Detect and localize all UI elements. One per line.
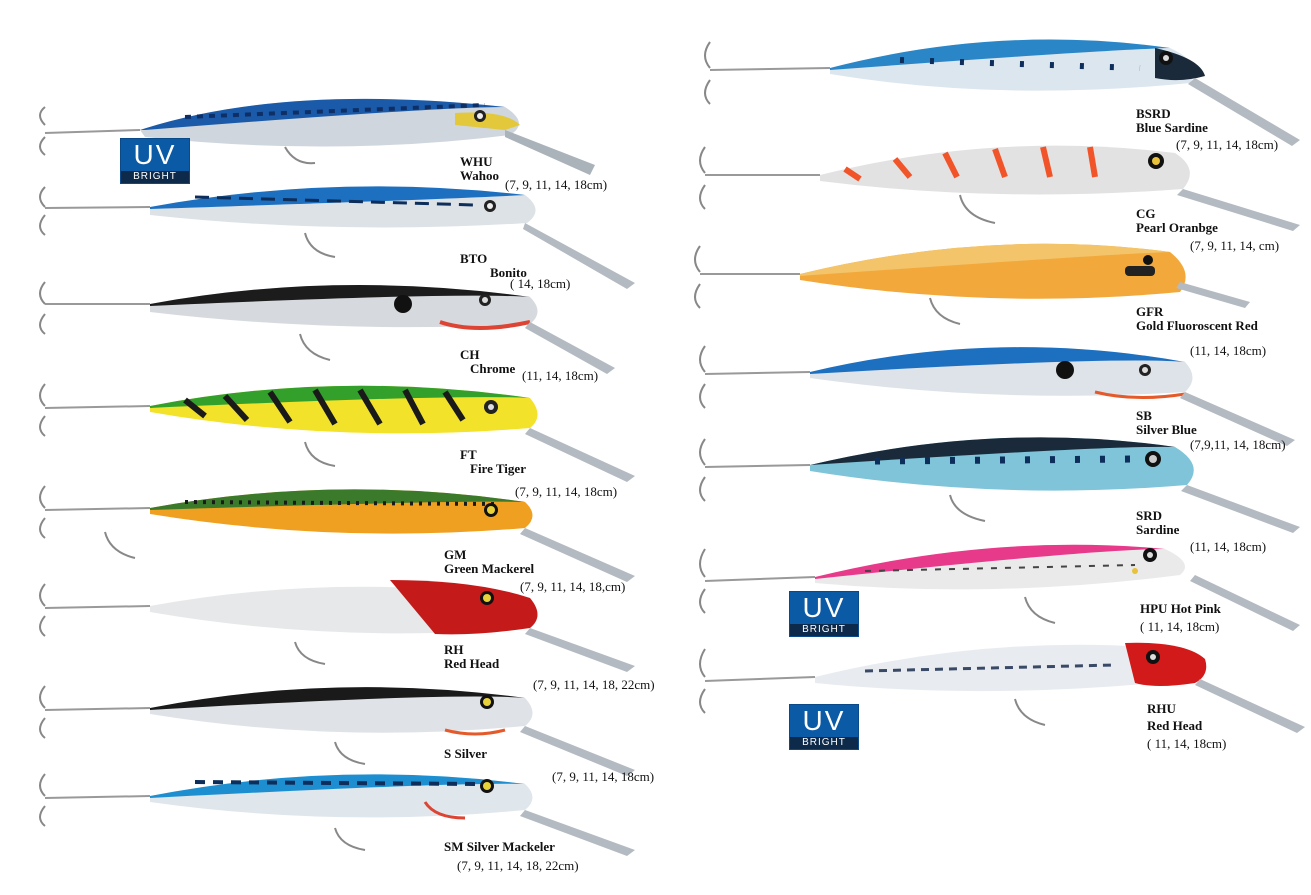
uv-badge-top: UV bbox=[802, 705, 846, 736]
lure-label-chrome: CH Chrome bbox=[460, 348, 515, 376]
lure-name: Gold Fluoroscent Red bbox=[1136, 318, 1258, 333]
lure-label-fire-tiger: FT Fire Tiger bbox=[460, 448, 526, 476]
lure-image-silver-mackeler bbox=[35, 758, 635, 858]
lure-image-silver-blue bbox=[695, 332, 1295, 446]
lure-name: Fire Tiger bbox=[470, 461, 526, 476]
lure-label-silver-blue: SB Silver Blue bbox=[1136, 409, 1197, 437]
lure-image-red-head-right bbox=[695, 635, 1305, 735]
lure-sizes-silver-blue: (7,9,11, 14, 18cm) bbox=[1190, 437, 1286, 452]
lure-sizes-silver-mackeler: (7, 9, 11, 14, 18, 22cm) bbox=[457, 858, 579, 873]
lure-name: Pearl Oranbge bbox=[1136, 220, 1218, 235]
lure-label-red-head-right: RHU Red Head bbox=[1147, 702, 1202, 733]
lure-image-silver bbox=[35, 670, 635, 780]
lure-image-wahoo bbox=[35, 85, 595, 175]
lure-silver-svg bbox=[39, 685, 635, 776]
lure-sizes-sardine: (11, 14, 18cm) bbox=[1190, 539, 1267, 554]
lure-code: SB bbox=[1136, 408, 1152, 423]
lure-gold-fluorescent-red-svg bbox=[694, 243, 1250, 325]
lure-code: HPU Hot Pink bbox=[1140, 601, 1221, 616]
lure-sizes-bonito: ( 14, 18cm) bbox=[510, 276, 571, 291]
uv-badge-bottom: BRIGHT bbox=[121, 171, 189, 183]
lure-label-blue-sardine: BSRD Blue Sardine bbox=[1136, 107, 1208, 135]
lure-code: GM bbox=[444, 547, 467, 562]
uv-badge-top: UV bbox=[133, 139, 177, 170]
lure-name: Red Head bbox=[1147, 718, 1203, 733]
uv-bright-badge-wahoo: UV BRIGHT bbox=[120, 138, 190, 184]
lure-code: SRD bbox=[1136, 508, 1163, 523]
lure-sizes-hot-pink: ( 11, 14, 18cm) bbox=[1140, 619, 1220, 634]
lure-sizes-green-mackerel: (7, 9, 11, 14, 18,cm) bbox=[520, 579, 626, 594]
lure-silver-mackeler-svg bbox=[39, 773, 635, 856]
lure-pearl-orange-svg bbox=[699, 145, 1300, 231]
lure-wahoo-svg bbox=[39, 98, 595, 175]
lure-sizes-silver: (7, 9, 11, 14, 18cm) bbox=[552, 769, 655, 784]
lure-code: FT bbox=[460, 447, 477, 462]
lure-image-gold-fluorescent-red bbox=[690, 232, 1250, 332]
lure-code: SM Silver Mackeler bbox=[444, 839, 555, 854]
lure-blue-sardine-svg bbox=[704, 39, 1300, 146]
lure-label-red-head-left: RH Red Head bbox=[444, 643, 499, 671]
lure-sardine-svg bbox=[699, 437, 1300, 533]
lure-name: Silver Blue bbox=[1136, 422, 1197, 437]
lure-label-sardine: SRD Sardine bbox=[1136, 509, 1179, 537]
lure-image-green-mackerel bbox=[35, 472, 635, 582]
lure-image-red-head-left bbox=[35, 572, 635, 682]
lure-code: CH bbox=[460, 347, 480, 362]
lure-code: WHU bbox=[460, 154, 493, 169]
lure-sizes-pearl-orange: (7, 9, 11, 14, cm) bbox=[1190, 238, 1280, 253]
lure-label-silver-mackeler: SM Silver Mackeler bbox=[444, 840, 555, 854]
uv-badge-bottom: BRIGHT bbox=[790, 737, 858, 749]
lure-code: S Silver bbox=[444, 746, 487, 761]
lure-code: RHU bbox=[1147, 701, 1176, 716]
lure-label-gold-fluorescent-red: GFR Gold Fluoroscent Red bbox=[1136, 305, 1258, 333]
lure-name: Chrome bbox=[470, 361, 516, 376]
lure-label-hot-pink: HPU Hot Pink bbox=[1140, 602, 1221, 616]
lure-image-sardine bbox=[695, 425, 1300, 535]
lure-image-bonito bbox=[35, 175, 635, 289]
lure-image-fire-tiger bbox=[35, 372, 635, 482]
lure-sizes-red-head-left: (7, 9, 11, 14, 18, 22cm) bbox=[533, 677, 655, 692]
lure-sizes-gold-fluorescent-red: (11, 14, 18cm) bbox=[1190, 343, 1267, 358]
lure-name: Green Mackerel bbox=[444, 561, 535, 576]
lure-code: CG bbox=[1136, 206, 1156, 221]
lure-hot-pink-svg bbox=[699, 544, 1300, 631]
lure-code: RH bbox=[444, 642, 464, 657]
lure-label-bonito: BTO Bonito bbox=[460, 252, 527, 280]
lure-red-head-left-svg bbox=[39, 580, 635, 672]
lure-label-wahoo: WHU Wahoo bbox=[460, 155, 499, 183]
lure-name: Wahoo bbox=[460, 168, 500, 183]
lure-image-blue-sardine bbox=[700, 28, 1300, 146]
lure-code: BTO bbox=[460, 251, 488, 266]
uv-bright-badge-red-head-right: UV BRIGHT bbox=[789, 704, 859, 750]
lure-image-hot-pink bbox=[695, 535, 1300, 635]
lure-name: Bonito bbox=[490, 265, 527, 280]
lure-sizes-fire-tiger: (7, 9, 11, 14, 18cm) bbox=[515, 484, 618, 499]
lure-sizes-blue-sardine: (7, 9, 11, 14, 18cm) bbox=[1176, 137, 1279, 152]
lure-silver-blue-svg bbox=[699, 345, 1295, 446]
lure-name: Red Head bbox=[444, 656, 500, 671]
lure-sizes-red-head-right: ( 11, 14, 18cm) bbox=[1147, 736, 1227, 751]
lure-code: BSRD bbox=[1136, 106, 1171, 121]
lure-name: Blue Sardine bbox=[1136, 120, 1208, 135]
uv-badge-bottom: BRIGHT bbox=[790, 624, 858, 636]
lure-fire-tiger-svg bbox=[39, 383, 635, 482]
lure-label-pearl-orange: CG Pearl Oranbge bbox=[1136, 207, 1218, 235]
lure-sizes-chrome: (11, 14, 18cm) bbox=[522, 368, 599, 383]
lure-image-chrome bbox=[35, 272, 615, 374]
lure-label-silver: S Silver bbox=[444, 747, 487, 761]
lure-code: GFR bbox=[1136, 304, 1164, 319]
uv-bright-badge-hot-pink: UV BRIGHT bbox=[789, 591, 859, 637]
uv-badge-top: UV bbox=[802, 592, 846, 623]
lure-name: Sardine bbox=[1136, 522, 1180, 537]
lure-bonito-svg bbox=[39, 186, 635, 289]
lure-red-head-right-svg bbox=[699, 642, 1305, 733]
lure-label-green-mackerel: GM Green Mackerel bbox=[444, 548, 534, 576]
lure-chrome-svg bbox=[39, 281, 615, 374]
lure-sizes-wahoo: (7, 9, 11, 14, 18cm) bbox=[505, 177, 608, 192]
lure-image-pearl-orange bbox=[695, 133, 1300, 233]
lure-green-mackerel-svg bbox=[39, 485, 635, 582]
